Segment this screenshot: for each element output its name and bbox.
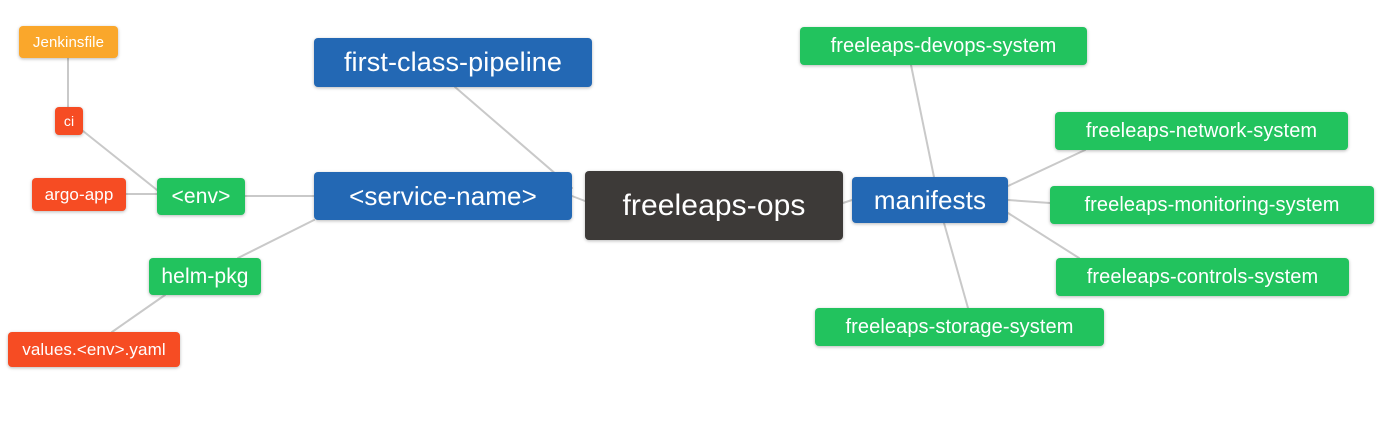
edge-manifests-to-freeleaps-devops-system xyxy=(910,64,935,178)
node-label-first-class-pipeline: first-class-pipeline xyxy=(343,47,563,77)
node-jenkinsfile[interactable]: Jenkinsfile xyxy=(19,26,118,58)
node-label-argo-app: argo-app xyxy=(44,185,114,204)
edge-helm-pkg-to-values-env-yaml xyxy=(111,294,166,333)
node-freeleaps-controls-system[interactable]: freeleaps-controls-system xyxy=(1056,258,1349,296)
node-service-name[interactable]: <service-name> xyxy=(314,172,572,220)
node-label-values-env-yaml: values.<env>.yaml xyxy=(22,340,166,359)
node-ci[interactable]: ci xyxy=(55,107,83,135)
node-label-service-name: <service-name> xyxy=(349,181,537,211)
node-label-freeleaps-network-system: freeleaps-network-system xyxy=(1085,120,1318,142)
edge-manifests-to-freeleaps-storage-system xyxy=(943,222,969,309)
node-freeleaps-storage-system[interactable]: freeleaps-storage-system xyxy=(815,308,1104,346)
edge-manifests-to-freeleaps-network-system xyxy=(1007,149,1086,187)
node-freeleaps-devops-system[interactable]: freeleaps-devops-system xyxy=(800,27,1087,65)
edge-manifests-to-freeleaps-monitoring-system xyxy=(1007,199,1051,204)
node-helm-pkg[interactable]: helm-pkg xyxy=(149,258,261,295)
node-label-ci: ci xyxy=(63,113,75,129)
node-label-freeleaps-controls-system: freeleaps-controls-system xyxy=(1086,266,1319,288)
node-label-jenkinsfile: Jenkinsfile xyxy=(32,33,105,51)
node-values-env-yaml[interactable]: values.<env>.yaml xyxy=(8,332,180,367)
node-freeleaps-network-system[interactable]: freeleaps-network-system xyxy=(1055,112,1348,150)
node-first-class-pipeline[interactable]: first-class-pipeline xyxy=(314,38,592,87)
node-manifests[interactable]: manifests xyxy=(852,177,1008,223)
node-freeleaps-ops[interactable]: freeleaps-ops xyxy=(585,171,843,240)
edge-service-name-to-helm-pkg xyxy=(237,219,315,259)
node-label-freeleaps-ops: freeleaps-ops xyxy=(622,188,806,222)
node-freeleaps-monitoring-system[interactable]: freeleaps-monitoring-system xyxy=(1050,186,1374,224)
node-label-env: <env> xyxy=(171,185,231,208)
edge-freeleaps-ops-to-service-name xyxy=(571,195,586,202)
node-label-helm-pkg: helm-pkg xyxy=(161,265,249,288)
node-label-freeleaps-devops-system: freeleaps-devops-system xyxy=(830,35,1057,57)
edge-freeleaps-ops-to-manifests xyxy=(842,199,853,204)
node-label-manifests: manifests xyxy=(873,185,987,215)
node-label-freeleaps-storage-system: freeleaps-storage-system xyxy=(845,316,1074,338)
node-argo-app[interactable]: argo-app xyxy=(32,178,126,211)
node-label-freeleaps-monitoring-system: freeleaps-monitoring-system xyxy=(1084,194,1340,216)
node-env[interactable]: <env> xyxy=(157,178,245,215)
